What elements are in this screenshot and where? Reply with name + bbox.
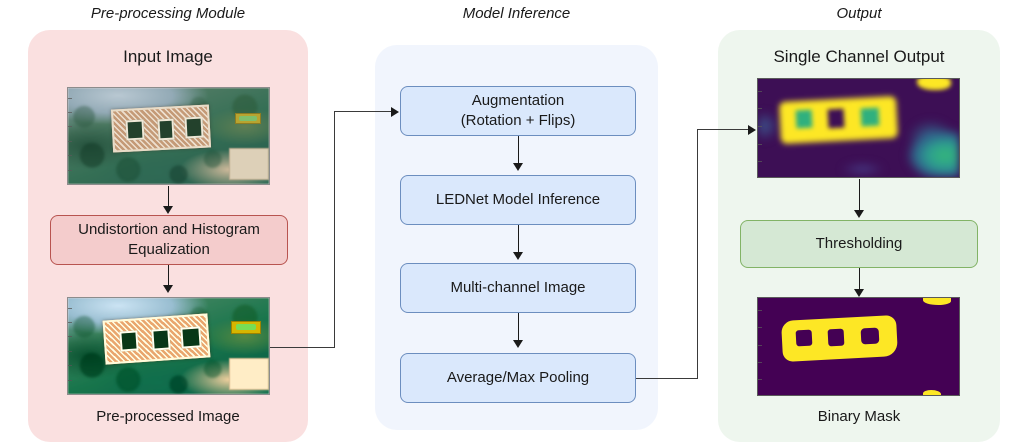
undistortion-histogram-box[interactable]: Undistortion and Histogram Equalization [50, 215, 288, 265]
courtyard-2 [157, 118, 176, 141]
connector2-arrow-head [748, 125, 756, 135]
white-building-eq [228, 357, 269, 391]
arrow-head-lednet-to-multichannel [513, 252, 523, 260]
axis-ticks-left-heatmap [758, 79, 763, 177]
binary-mask-caption: Binary Mask [817, 408, 901, 425]
arrow-head-input-to-undistortion [163, 206, 173, 214]
group-title-output: Output [836, 5, 882, 22]
white-building [228, 147, 269, 181]
viridis-hole-2 [827, 108, 845, 129]
arrow-head-multichannel-to-pooling [513, 340, 523, 348]
arrow-thresholding-to-mask [859, 268, 860, 290]
mask-hole-2 [827, 328, 845, 347]
connector2-segment-horizontal-bottom [636, 378, 698, 379]
courtyard-3-eq [179, 326, 202, 349]
viridis-hole-3 [860, 107, 880, 127]
group-title-preprocessing: Pre-processing Module [90, 5, 246, 22]
viridis-hole-1 [795, 109, 813, 129]
mask-hole-3 [860, 327, 879, 346]
axis-ticks-left-eq [68, 298, 73, 394]
single-channel-output-image [757, 78, 960, 178]
lednet-inference-box[interactable]: LEDNet Model Inference [400, 175, 636, 225]
connector2-segment-vertical [697, 129, 698, 379]
multi-channel-image-box[interactable]: Multi-channel Image [400, 263, 636, 313]
group-title-model-inference: Model Inference [462, 5, 571, 22]
arrow-head-thresholding-to-mask [854, 289, 864, 297]
augmentation-box[interactable]: Augmentation (Rotation + Flips) [400, 86, 636, 136]
input-image [67, 87, 270, 185]
binary-mask-content [758, 298, 959, 395]
thresholding-box[interactable]: Thresholding [740, 220, 978, 268]
pooling-box[interactable]: Average/Max Pooling [400, 353, 636, 403]
input-image-content [68, 88, 269, 184]
courtyard-1 [125, 119, 145, 141]
mask-hole-1 [795, 329, 813, 347]
connector1-segment-vertical [334, 111, 335, 348]
arrow-head-singlechannel-to-thresholding [854, 210, 864, 218]
arrow-head-augmentation-to-lednet [513, 163, 523, 171]
viridis-top-right-blob [916, 79, 951, 90]
arrow-input-to-undistortion [168, 186, 169, 207]
arrow-undistortion-to-preprocessed [168, 265, 169, 286]
mask-bottom-right-blob [922, 390, 941, 395]
arrow-multichannel-to-pooling [518, 313, 519, 341]
connector1-arrow-head [391, 107, 399, 117]
courtyard-2-eq [151, 328, 172, 351]
arrow-singlechannel-to-thresholding [859, 179, 860, 211]
mask-top-right-blob [922, 298, 951, 305]
courtyard-1-eq [119, 330, 140, 352]
preprocessed-image [67, 297, 270, 395]
yellow-roof-structure-eq [230, 321, 261, 334]
single-channel-output-content [758, 79, 959, 177]
axis-ticks-left [68, 88, 73, 184]
connector2-segment-horizontal-top [697, 129, 749, 130]
arrow-head-undistortion-to-preprocessed [163, 285, 173, 293]
courtyard-3 [184, 116, 204, 139]
yellow-roof-structure [234, 112, 261, 125]
preprocessed-image-content [68, 298, 269, 394]
arrow-augmentation-to-lednet [518, 136, 519, 164]
preprocessing-heading: Input Image [123, 47, 213, 66]
binary-mask-image [757, 297, 960, 396]
connector1-segment-horizontal-top [334, 111, 392, 112]
output-heading: Single Channel Output [773, 47, 945, 66]
preprocessed-image-caption: Pre-processed Image [96, 408, 240, 425]
connector1-segment-horizontal-bottom [270, 347, 335, 348]
arrow-lednet-to-multichannel [518, 225, 519, 253]
axis-ticks-left-mask [758, 298, 763, 395]
